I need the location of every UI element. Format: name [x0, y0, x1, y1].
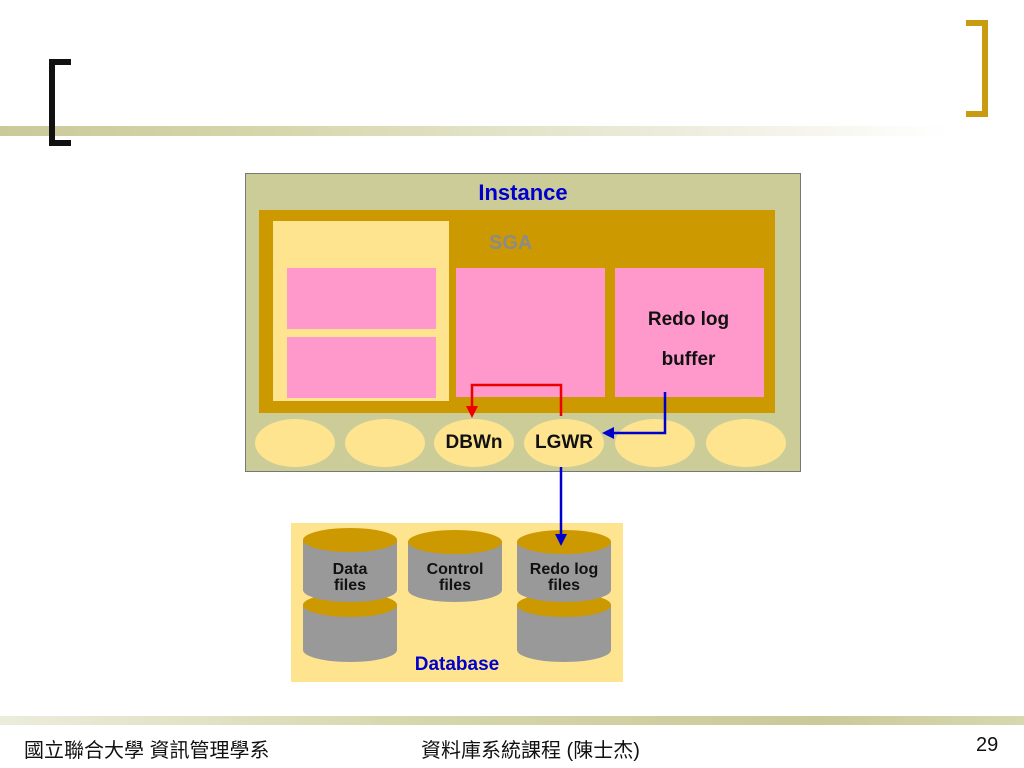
process-ellipse-6: [706, 419, 786, 467]
redo-log-buffer-line1: Redo log: [647, 309, 730, 330]
redo-log-files-line1: Redo log: [529, 561, 599, 578]
footer-page-number: 29: [976, 734, 999, 756]
control-files-line2: files: [438, 577, 471, 594]
library-cache-box: [287, 268, 436, 329]
lgwr-to-redo-files-arrow: [555, 467, 567, 546]
process-ellipse-5: [615, 419, 695, 467]
footer-divider-bar: [0, 716, 1024, 725]
sga-label: SGA: [489, 232, 533, 254]
data-files-label: Data files: [303, 562, 397, 594]
instance-label: Instance: [478, 180, 568, 205]
database-buffer-cache-box: [456, 268, 605, 397]
dbwn-write-arrow: [466, 383, 563, 418]
lgwr-process: LGWR: [524, 419, 604, 467]
left-bracket-decoration: [49, 59, 71, 146]
redo-log-files-cylinder: [517, 530, 611, 662]
redo-log-buffer-line2: buffer: [661, 349, 716, 370]
redo-buffer-to-lgwr-arrow: [602, 392, 667, 439]
process-ellipse-1: [255, 419, 335, 467]
process-ellipse-2: [345, 419, 425, 467]
control-files-line1: Control: [426, 561, 484, 578]
footer-department: 國立聯合大學 資訊管理學系: [24, 740, 270, 762]
data-files-line2: files: [333, 577, 366, 594]
redo-log-files-line2: files: [547, 577, 580, 594]
control-files-cylinder: [408, 530, 502, 602]
redo-log-buffer-label: Redo log buffer: [615, 300, 762, 380]
title-divider-bar: [0, 126, 950, 136]
data-dictionary-cache-box: [287, 337, 436, 398]
data-files-cylinder: [303, 528, 397, 662]
redo-log-buffer-box: [615, 268, 764, 397]
data-files-line1: Data: [332, 561, 368, 578]
footer-course: 資料庫系統課程 (陳士杰): [421, 740, 640, 762]
redo-log-files-label: Redo log files: [514, 562, 614, 594]
right-bracket-decoration: [966, 20, 988, 117]
database-label: Database: [414, 654, 500, 675]
control-files-label: Control files: [408, 562, 502, 594]
dbwn-process: DBWn: [434, 419, 514, 467]
